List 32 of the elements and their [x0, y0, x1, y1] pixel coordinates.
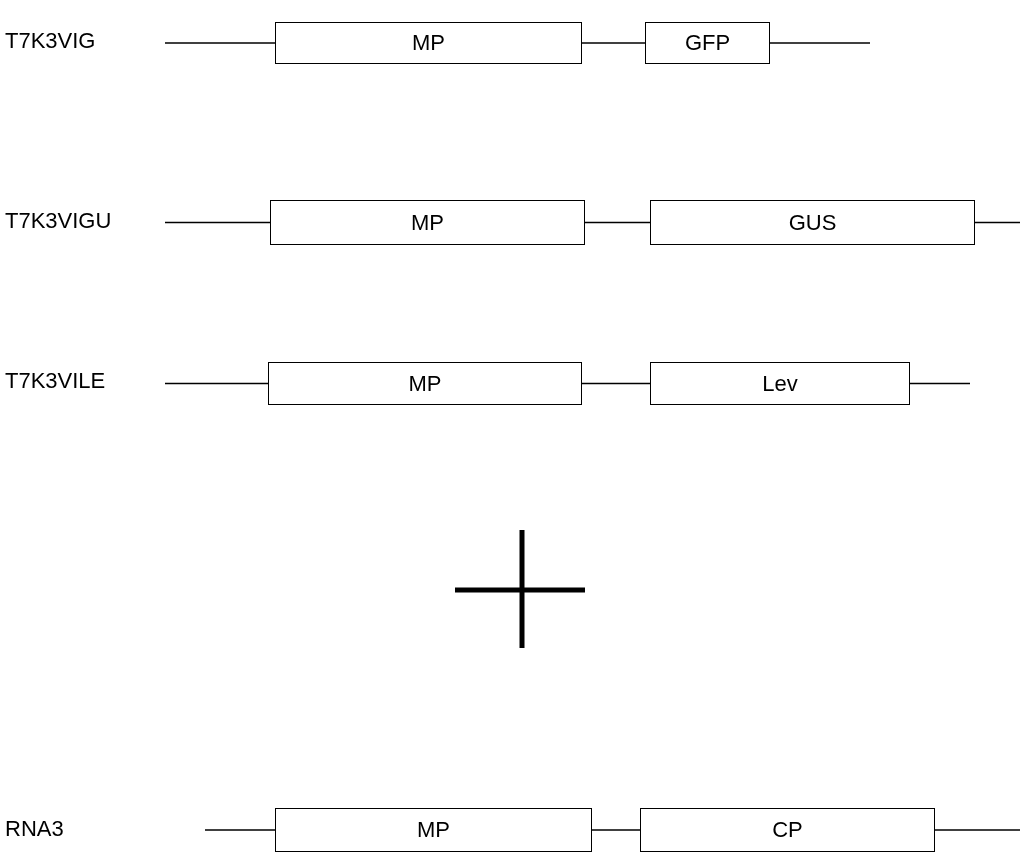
backbone-line — [769, 42, 871, 44]
backbone-line — [164, 221, 271, 224]
backbone-line — [974, 221, 1021, 224]
backbone-line — [909, 382, 971, 385]
gene-name: MP — [408, 370, 442, 397]
backbone-line — [581, 382, 651, 385]
backbone-line — [584, 221, 651, 224]
construct-name: T7K3VIGU — [5, 208, 112, 234]
gene-name: MP — [411, 209, 444, 236]
backbone-line — [204, 829, 276, 831]
gene-name: MP — [412, 30, 445, 56]
gene-box — [650, 362, 910, 405]
backbone-line — [164, 382, 269, 385]
gene-name: Lev — [762, 370, 798, 397]
construct-name: T7K3VIG — [5, 28, 96, 54]
gene-box — [268, 362, 582, 405]
construct-name: RNA3 — [5, 816, 64, 842]
backbone-line — [591, 829, 641, 831]
gene-box — [645, 22, 770, 64]
gene-box — [270, 200, 585, 245]
backbone-line — [934, 829, 1021, 831]
construct-name: T7K3VILE — [5, 368, 106, 394]
gene-box — [275, 808, 592, 852]
gene-name: CP — [772, 817, 803, 843]
backbone-line — [581, 42, 646, 44]
gene-box — [650, 200, 975, 245]
gene-name: GUS — [788, 209, 837, 236]
backbone-line — [164, 42, 276, 44]
gene-box — [640, 808, 935, 852]
gene-name: MP — [417, 817, 450, 843]
gene-box — [275, 22, 582, 64]
gene-name: GFP — [684, 30, 731, 56]
